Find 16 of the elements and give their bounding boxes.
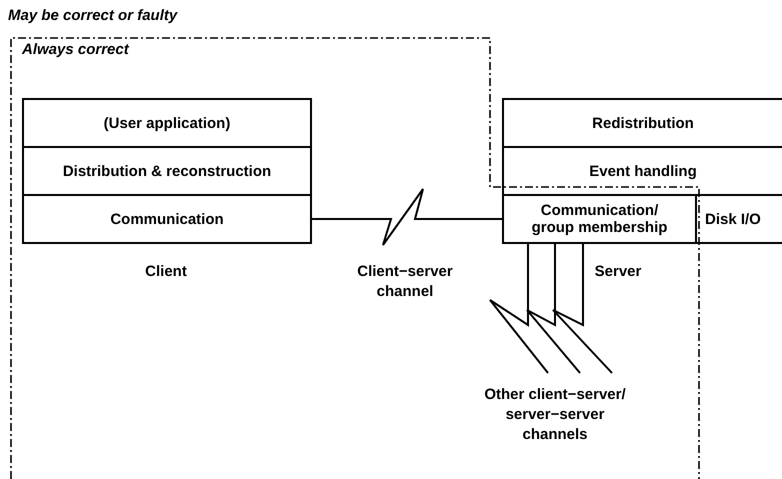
layer-box: Distribution & reconstruction xyxy=(22,146,312,196)
region-title: May be correct or faulty xyxy=(8,6,179,26)
channel-line xyxy=(311,188,503,246)
component-caption: Client xyxy=(144,262,188,282)
channel-line xyxy=(552,243,613,374)
channel-line xyxy=(526,243,581,374)
layer-box: Communication/ group membership xyxy=(502,194,697,244)
region-title: Always correct xyxy=(22,41,129,58)
layer-box: (User application) xyxy=(22,98,312,148)
layer-box: Communication xyxy=(22,194,312,244)
region-boundary xyxy=(10,37,700,479)
layer-box: Redistribution xyxy=(502,98,782,148)
channel-line xyxy=(489,243,549,374)
component-caption: Server xyxy=(594,262,642,282)
channel-caption: Other client−server/ server−server channels xyxy=(483,385,627,445)
edge-label: Client−server channel xyxy=(356,262,454,302)
